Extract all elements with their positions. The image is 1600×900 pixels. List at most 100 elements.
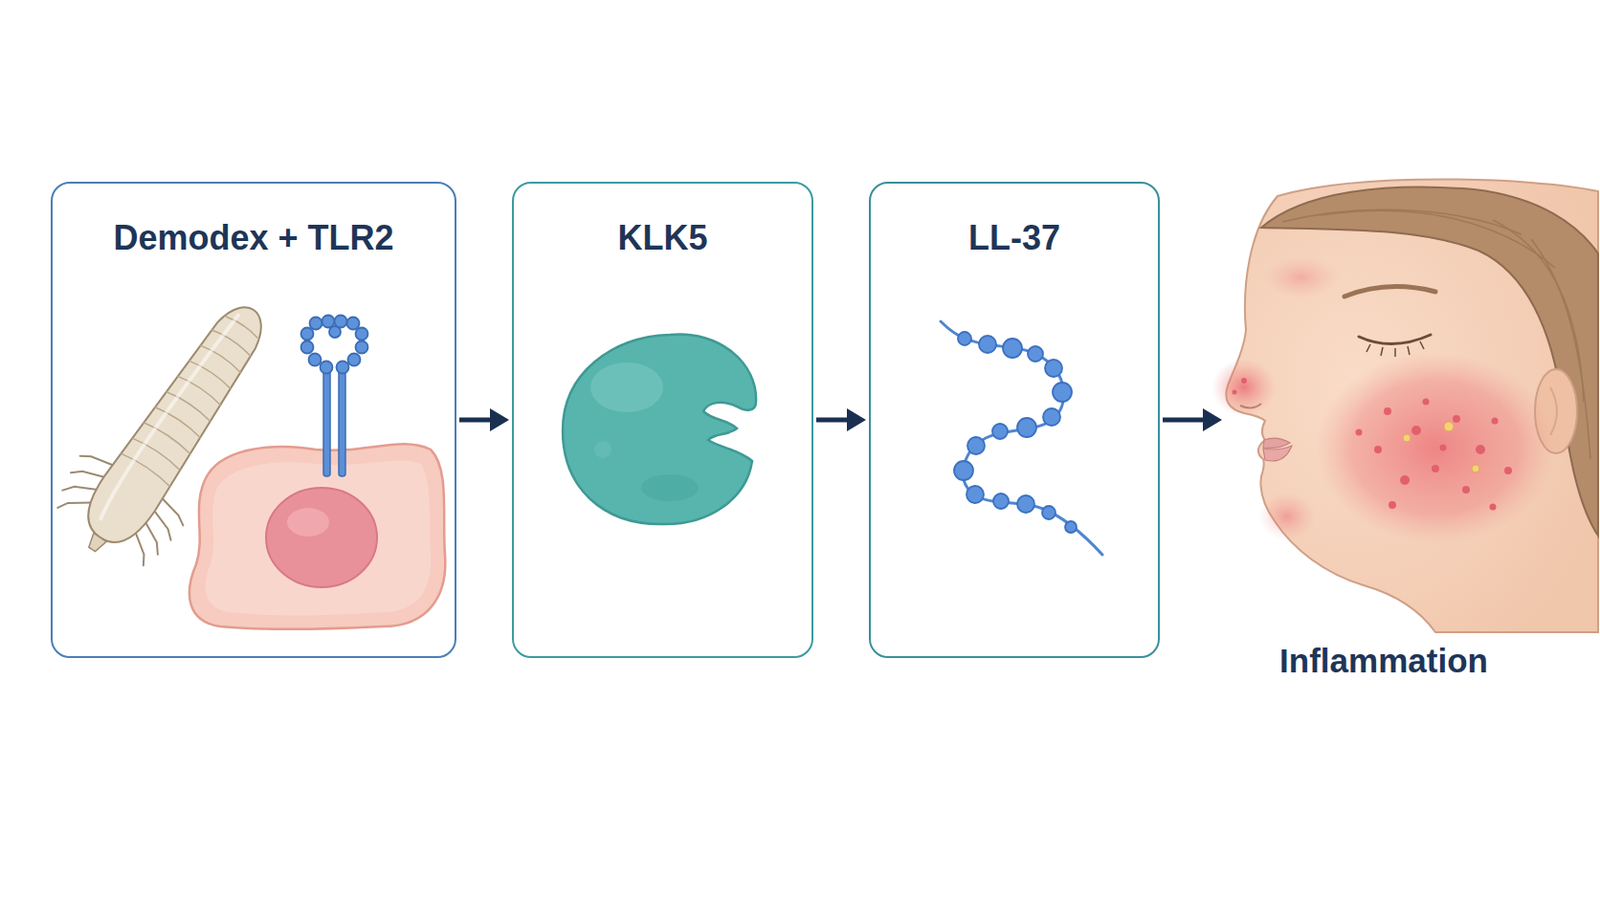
face-illustration <box>1355 429 1363 437</box>
skin-cell <box>189 444 445 630</box>
face-illustration <box>1444 422 1454 432</box>
demodex-mite <box>156 499 190 527</box>
node-title: Demodex + TLR2 <box>112 218 394 258</box>
tlr2-receptor <box>338 363 346 477</box>
ll37-peptide <box>992 423 1008 440</box>
face-illustration <box>1452 415 1461 423</box>
klk5-enzyme <box>594 441 612 459</box>
process-box: LL-37 <box>868 181 1160 659</box>
face-illustration <box>1282 209 1522 235</box>
face-illustration <box>1431 465 1440 473</box>
ll37-peptide <box>1002 338 1023 358</box>
ll37-peptide <box>967 437 985 455</box>
skin-cell <box>204 460 431 616</box>
ll37-peptide <box>1065 521 1077 534</box>
tlr2-receptor <box>347 317 360 331</box>
face-illustration <box>1383 407 1392 416</box>
face-illustration <box>1402 434 1411 443</box>
process-box: KLK5 <box>511 181 814 659</box>
tlr2-receptor <box>355 328 369 341</box>
klk5-enzyme <box>562 334 756 526</box>
face-illustration <box>1211 358 1277 417</box>
process-box: Demodex + TLR2 <box>50 181 457 659</box>
face-illustration <box>1211 179 1599 634</box>
face-illustration <box>1263 445 1292 462</box>
node-title: Inflammation <box>1279 642 1489 681</box>
tlr2-receptor <box>334 315 348 329</box>
node-title: LL-37 <box>968 218 1061 258</box>
klk5-enzyme <box>641 474 699 502</box>
ll37-peptide <box>1017 418 1037 438</box>
face-illustration <box>1263 256 1340 299</box>
tlr2-receptor <box>348 354 361 367</box>
face-illustration <box>1420 341 1424 350</box>
tlr2-receptor <box>336 361 350 375</box>
face-illustration <box>1366 344 1371 353</box>
face-illustration <box>1366 341 1424 357</box>
face-illustration <box>1225 179 1599 634</box>
face-illustration <box>1263 438 1290 448</box>
face-illustration <box>1462 486 1470 494</box>
ll37-peptide <box>1027 346 1044 362</box>
ll37-peptide <box>1017 495 1035 513</box>
ll37-peptide <box>978 335 997 354</box>
face-illustration <box>1394 348 1397 357</box>
ll37-peptide <box>1052 382 1072 402</box>
face-illustration <box>1440 444 1447 452</box>
ll37-peptide <box>940 321 1103 556</box>
tlr2-receptor <box>320 361 334 375</box>
node-title: KLK5 <box>617 218 708 258</box>
flow-arrow <box>816 418 851 423</box>
face-illustration <box>1374 445 1382 454</box>
skin-cell <box>266 488 378 588</box>
ll37-peptide <box>940 321 1103 556</box>
face-illustration <box>1411 425 1422 436</box>
outcome-node: Inflammation <box>1224 178 1543 687</box>
ll37-peptide <box>1044 359 1063 378</box>
ll37-peptide <box>1042 506 1056 520</box>
tlr2-receptor <box>309 354 322 367</box>
tlr2-receptor <box>301 315 369 478</box>
ll37-peptide <box>957 332 972 346</box>
face-illustration <box>1400 475 1410 486</box>
ll37-peptide <box>1043 408 1061 426</box>
tlr2-receptor <box>301 328 314 341</box>
demodex-mite <box>80 447 113 475</box>
tlr2-receptor <box>301 315 369 375</box>
face-illustration <box>1320 210 1556 268</box>
face-illustration <box>1407 346 1410 356</box>
ll37-peptide <box>954 332 1077 534</box>
klk5-enzyme <box>562 334 756 526</box>
face-illustration <box>1491 418 1499 425</box>
demodex-mite <box>57 488 91 522</box>
face-illustration <box>1504 466 1512 475</box>
face-illustration <box>1240 403 1262 409</box>
klk5-enzyme <box>590 362 664 413</box>
face-illustration <box>1315 352 1556 544</box>
demodex-mite <box>85 533 107 554</box>
face-illustration <box>1489 504 1497 512</box>
face-illustration <box>1344 287 1436 297</box>
tlr2-receptor <box>355 341 369 355</box>
face-illustration <box>1388 501 1397 510</box>
tlr2-receptor <box>310 317 323 331</box>
ll37-peptide <box>954 461 974 481</box>
face-illustration <box>1422 399 1430 406</box>
ll37-peptide <box>966 486 984 504</box>
tlr2-receptor <box>301 341 314 355</box>
face-illustration <box>1232 390 1238 396</box>
flow-arrow <box>459 418 494 423</box>
face-illustration <box>1258 492 1316 541</box>
ll37-peptide <box>993 493 1009 510</box>
flow-arrow <box>1162 418 1207 423</box>
skin-cell <box>287 508 330 537</box>
tlr2-receptor <box>323 363 331 477</box>
face-illustration <box>1475 444 1486 455</box>
face-illustration <box>1241 377 1247 384</box>
skin-cell <box>189 444 445 630</box>
face-illustration <box>1402 422 1480 473</box>
face-illustration <box>1380 347 1383 356</box>
